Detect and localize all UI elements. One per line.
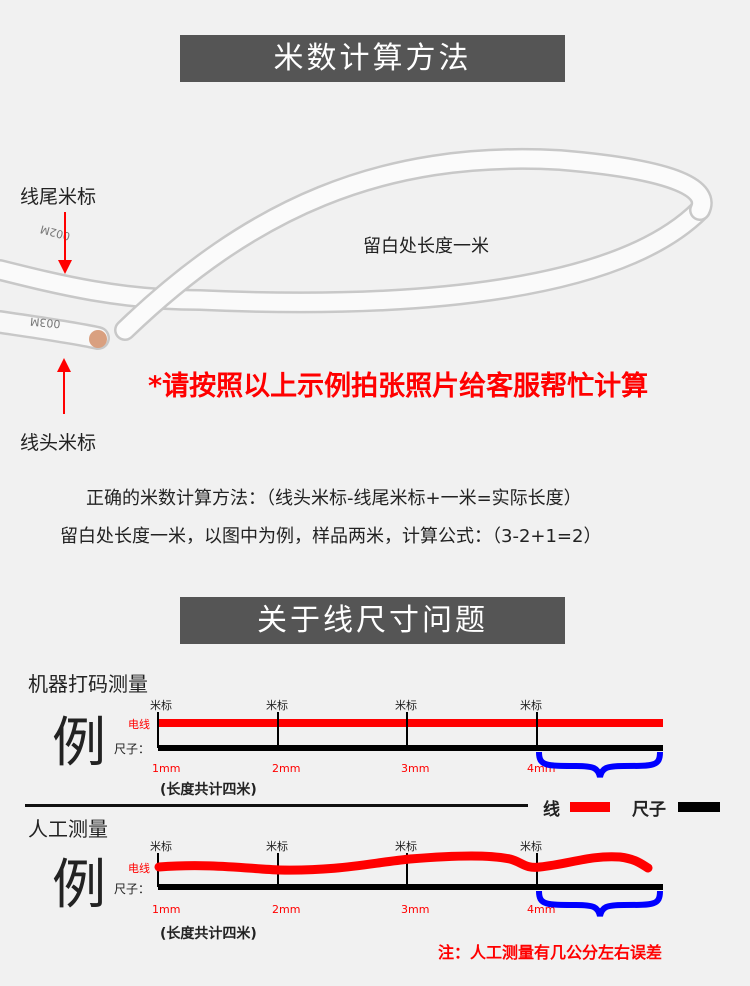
- formula-line-2: 留白处长度一米，以图中为例，样品两米，计算公式：（3-2+1=2）: [60, 526, 602, 547]
- total-length: (长度共计四米): [160, 926, 257, 942]
- brace-icon: [536, 890, 663, 917]
- tick-label: 1mm: [152, 762, 181, 775]
- ruler-bar: [158, 884, 663, 890]
- tick-label: 2mm: [272, 762, 301, 775]
- legend-ruler-swatch: [678, 802, 720, 812]
- tick-label: 2mm: [272, 903, 301, 916]
- tick: [157, 712, 159, 748]
- meter-mark-label: 米标: [395, 840, 417, 853]
- tick: [406, 712, 408, 748]
- wire-bar: [158, 719, 663, 727]
- wire-label: 电线: [128, 862, 150, 875]
- tick-label: 3mm: [401, 762, 430, 775]
- arrow-up-icon: [57, 358, 71, 414]
- wire-label: 电线: [128, 718, 150, 731]
- meter-mark-label: 米标: [520, 840, 542, 853]
- head-label: 线头米标: [20, 432, 97, 454]
- section-title-meter-calc: 米数计算方法: [180, 35, 565, 82]
- wavy-wire: [154, 851, 653, 875]
- arrow-down-icon: [58, 212, 72, 274]
- tick-label: 1mm: [152, 903, 181, 916]
- cable-core: [89, 330, 107, 348]
- meter-mark-label: 米标: [150, 840, 172, 853]
- meter-mark-label: 米标: [266, 699, 288, 712]
- tick: [406, 853, 408, 887]
- photo-notice: *请按照以上示例拍张照片给客服帮忙计算: [148, 371, 649, 402]
- meter-mark-label: 米标: [266, 840, 288, 853]
- ruler-label: 尺子：: [114, 742, 151, 756]
- manual-error-note: 注：人工测量有几公分左右误差: [438, 943, 663, 962]
- head-print: 003M: [29, 314, 62, 331]
- meter-mark-label: 米标: [520, 699, 542, 712]
- tick-label: 3mm: [401, 903, 430, 916]
- legend-wire-swatch: [570, 802, 610, 812]
- loop-label: 留白处长度一米: [363, 236, 489, 257]
- machine-heading: 机器打码测量: [28, 672, 148, 696]
- divider: [25, 804, 528, 807]
- tail-label: 线尾米标: [20, 186, 97, 208]
- cable-photo: [0, 147, 713, 350]
- meter-mark-label: 米标: [395, 699, 417, 712]
- legend-ruler-label: 尺子: [632, 800, 666, 820]
- total-length: (长度共计四米): [160, 782, 257, 798]
- ruler-bar: [158, 745, 663, 751]
- example-char: 例: [52, 711, 106, 774]
- tick: [536, 712, 538, 748]
- brace-icon: [536, 751, 663, 778]
- section-title-size: 关于线尺寸问题: [180, 597, 565, 644]
- example-char: 例: [52, 853, 106, 916]
- tick: [277, 712, 279, 748]
- formula-line-1: 正确的米数计算方法：（线头米标-线尾米标+一米=实际长度）: [86, 488, 582, 509]
- manual-heading: 人工测量: [28, 817, 108, 841]
- ruler-label: 尺子：: [114, 882, 151, 896]
- meter-mark-label: 米标: [150, 699, 172, 712]
- legend-wire-label: 线: [543, 800, 560, 820]
